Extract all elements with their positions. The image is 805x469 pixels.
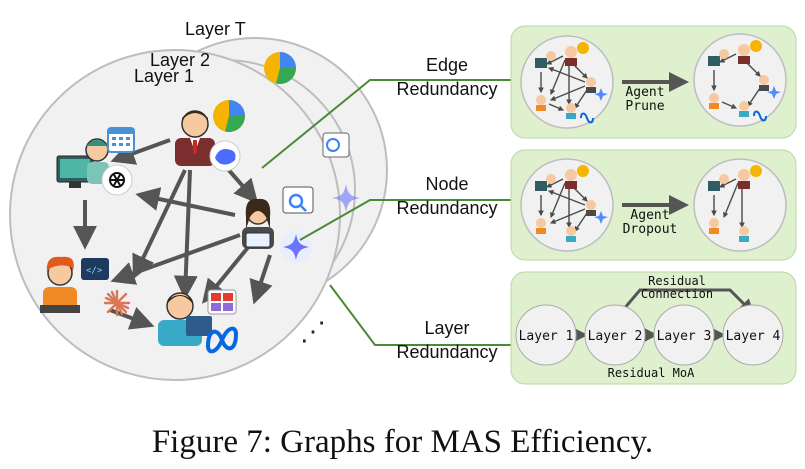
after-dropout-graph: [693, 158, 787, 252]
pie-chart-icon: [213, 100, 245, 133]
layer-redundancy-label: Layer: [424, 318, 469, 338]
node-redundancy-label-2: Redundancy: [396, 198, 497, 218]
mini-agent-icons: [708, 40, 781, 122]
manager-agent: [175, 100, 245, 172]
layer-redundancy-label-2: Redundancy: [396, 342, 497, 362]
pie-chart-icon: [264, 52, 296, 85]
svg-text:</>: </>: [86, 266, 103, 276]
deepseek-icon: [209, 140, 241, 172]
connectors: [261, 79, 512, 346]
mini-agent-icons: [708, 165, 762, 242]
edge-redundancy-panel: Agent Prune: [510, 25, 797, 139]
after-prune-graph: [693, 33, 787, 127]
analyst-agent-icon: [242, 198, 274, 249]
moa-layer-4-node: [722, 304, 784, 366]
mini-agent-icons: [535, 42, 608, 124]
layer-2-label: Layer 2: [150, 50, 210, 70]
residual-connection-label: Residual: [648, 274, 706, 288]
edge-connector: [261, 79, 512, 169]
moa-layer-4-label: Layer 4: [726, 329, 781, 344]
edge: [110, 233, 241, 285]
node-redundancy-label: Node: [425, 174, 468, 194]
figure-caption: Figure 7: Graphs for MAS Efficiency.: [151, 424, 654, 460]
search-icon: [322, 132, 350, 158]
search-icon: [282, 186, 314, 214]
moa-layer-1-node: [515, 304, 577, 366]
before-dropout-graph: [520, 158, 614, 252]
layer-redundancy-panel: Residual Connection Layer 1 Layer 2 Laye…: [510, 271, 797, 385]
engineer-agent: [56, 127, 135, 196]
moa-layer-2-label: Layer 2: [588, 329, 643, 344]
node-redundancy-panel: Agent Dropout: [510, 149, 797, 261]
moa-layer-3-node: [653, 304, 715, 366]
calculator-icon: [207, 289, 237, 315]
agent-dropout-label: Agent: [630, 208, 669, 223]
edge: [132, 169, 187, 280]
residual-connection-label-2: Connection: [641, 287, 713, 301]
engineer-agent-icon: [56, 138, 109, 188]
agent-dropout-label-2: Dropout: [623, 222, 678, 237]
mini-agent-icons: [535, 165, 608, 242]
programmer-agent-icon: [40, 256, 80, 313]
programmer-agent: </>: [40, 256, 131, 317]
edge: [110, 138, 171, 165]
layer-1-label: Layer 1: [134, 66, 194, 86]
edge-redundancy-label: Edge: [426, 55, 468, 75]
residual-connection-arrow: [616, 288, 755, 317]
manager-agent-icon: [175, 110, 215, 166]
agent-prune-label-2: Prune: [625, 99, 664, 114]
accountant-agent: [158, 289, 239, 354]
residual-moa-label: Residual MoA: [608, 366, 695, 380]
meta-icon: [205, 326, 239, 354]
edge: [173, 169, 198, 300]
openai-icon: [101, 164, 133, 196]
edge: [135, 187, 236, 217]
moa-layer-1-label: Layer 1: [519, 329, 574, 344]
analyst-agent: [242, 186, 314, 263]
moa-layer-2-node: [584, 304, 646, 366]
gemini-icon: [332, 184, 360, 212]
agent-prune-label: Agent: [625, 85, 664, 100]
edge: [249, 254, 273, 305]
claude-icon: [103, 289, 131, 317]
edge-redundancy-label-2: Redundancy: [396, 79, 497, 99]
node-connector: [299, 199, 512, 241]
main-graph-edges: [73, 138, 273, 330]
moa-layer-3-label: Layer 3: [657, 329, 712, 344]
layer-connector: [329, 284, 512, 346]
layer-t-label: Layer T: [185, 19, 246, 39]
gemini-icon: [280, 231, 312, 263]
accountant-agent-icon: [158, 292, 212, 346]
before-prune-graph: [520, 35, 614, 129]
code-icon: </>: [81, 258, 109, 280]
more-layers-ellipsis: ⋰: [300, 316, 326, 346]
calendar-icon: [107, 127, 135, 153]
